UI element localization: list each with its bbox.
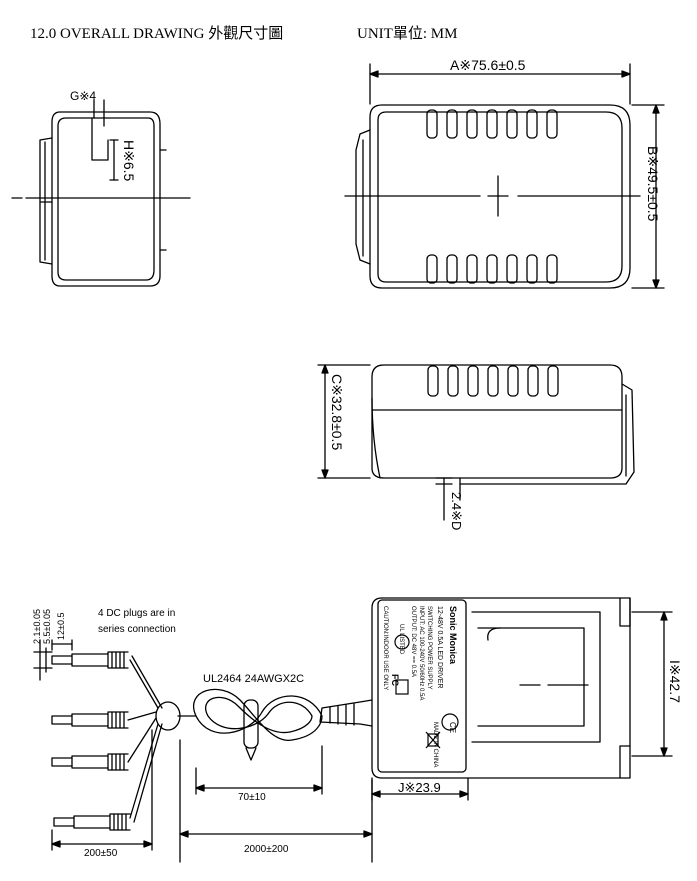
plugs-note-line2: series connection <box>98 624 176 635</box>
dim-d-label: 2.4※D <box>449 492 464 530</box>
top-view <box>344 63 665 289</box>
label-line1: SWITCHING POWER SUPPLY <box>426 606 432 690</box>
label-fcc-icon <box>395 679 409 695</box>
label-ul-text: UL LISTED <box>398 624 404 655</box>
split-length-label: 200±50 <box>84 848 118 859</box>
dim-i-label: I※42.7 <box>667 660 683 703</box>
label-fcc-text: FC <box>390 674 400 686</box>
label-model: 12-48V 0.5A LED DRIVER <box>436 606 443 689</box>
cable-spec-label: UL2464 24AWGX2C <box>203 673 304 685</box>
drawing-title: 12.0 OVERALL DRAWING 外觀尺寸圖 <box>30 26 284 42</box>
label-made: MADE IN CHINA <box>432 722 438 767</box>
dim-h-label: H※6.5 <box>121 140 137 182</box>
unit-label: UNIT單位: MM <box>357 26 458 42</box>
dim-g-label: G※4 <box>70 89 96 103</box>
dim-c-label: C※32.8±0.5 <box>329 374 345 450</box>
coil-length-label: 70±10 <box>238 792 266 803</box>
label-brand: Sonic Monica <box>448 606 458 665</box>
plug-od-label: 5.5±0.05 <box>42 609 52 644</box>
front-view <box>317 364 635 521</box>
label-line3: OUTPUT: DC 48V == 0.5A <box>410 606 416 677</box>
label-ul-icon <box>394 634 410 650</box>
side-view <box>11 99 191 287</box>
plugs-note-line1: 4 DC plugs are in <box>98 608 175 619</box>
label-line2: INPUT: AC 100-240V 50/60Hz 0.5A <box>418 606 424 700</box>
plug-len-label: 12±0.5 <box>56 613 66 640</box>
cable-assembly <box>33 597 673 863</box>
label-ce-text: CE <box>448 722 457 733</box>
dim-b-label: B※49.5±0.5 <box>645 146 661 222</box>
dim-j-label: J※23.9 <box>398 780 441 795</box>
plug-id-label: 2.1±0.05 <box>32 609 42 644</box>
dim-a-label: A※75.6±0.5 <box>450 57 526 73</box>
cable-length-label: 2000±200 <box>244 844 289 855</box>
label-caution: CAUTION:INDOOR USE ONLY <box>382 606 388 690</box>
label-panel: Sonic Monica 12-48V 0.5A LED DRIVER SWIT… <box>382 606 458 767</box>
label-ce-icon <box>441 713 459 731</box>
label-weee-icon <box>425 731 441 749</box>
